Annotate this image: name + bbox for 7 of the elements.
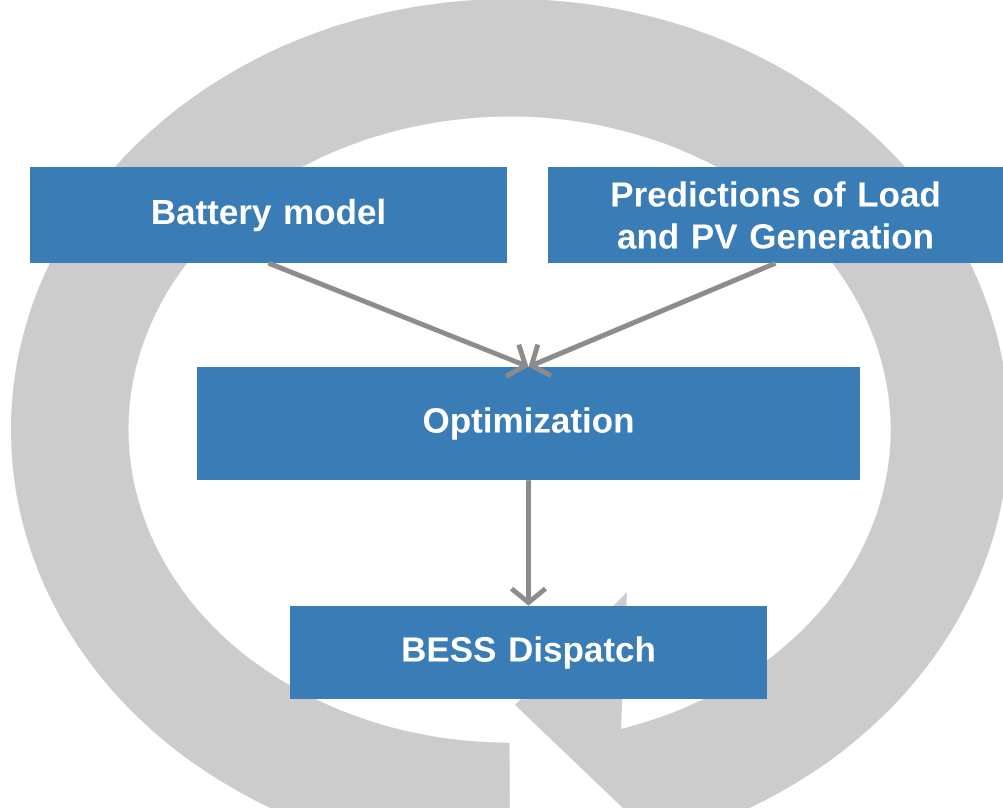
arrow <box>528 260 777 378</box>
arrow <box>267 260 529 379</box>
process-box: Predictions of Load and PV Generation <box>548 167 1003 263</box>
arrow <box>509 480 548 606</box>
process-box: BESS Dispatch <box>290 606 767 699</box>
process-box: Battery model <box>30 167 507 263</box>
process-box: Optimization <box>197 367 860 480</box>
